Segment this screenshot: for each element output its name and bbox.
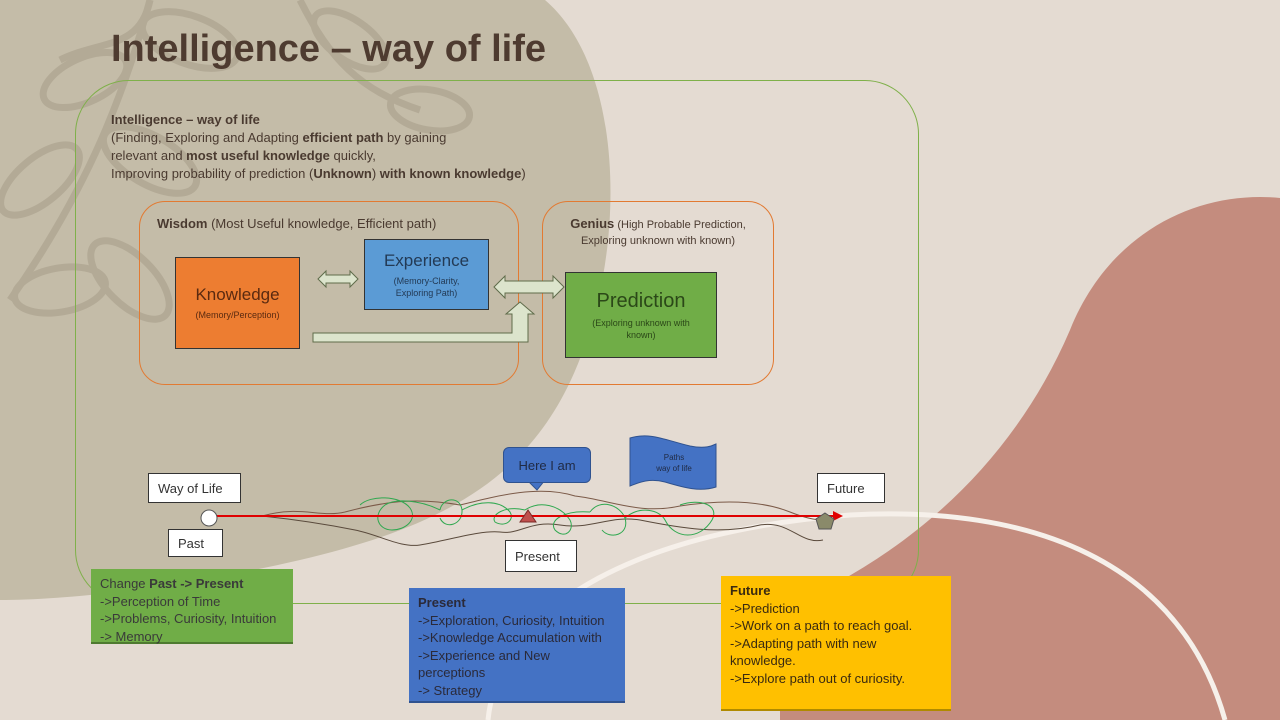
here-i-am-callout: Here I am [503, 447, 591, 483]
future-note-item: ->Prediction [730, 600, 800, 616]
present-note-item: ->Experience and New [418, 647, 550, 663]
experience-box: Experience (Memory-Clarity,Exploring Pat… [364, 239, 489, 310]
knowledge-title: Knowledge [195, 285, 280, 304]
future-note-heading: Future [730, 583, 771, 598]
past-label: Past [168, 529, 223, 557]
genius-title: Genius (High Probable Prediction, Explor… [570, 216, 746, 247]
future-note-item: ->Adapting path with new [730, 635, 877, 651]
page-title: Intelligence – way of life [111, 28, 547, 70]
prediction-title: Prediction [596, 289, 686, 312]
olive-blob [0, 0, 611, 600]
intro-line-1: (Finding, Exploring and Adapting efficie… [111, 130, 447, 145]
change-note: Change Past -> Present ->Perception of T… [91, 569, 293, 644]
brown-path-2 [261, 515, 824, 546]
experience-prediction-arrow [493, 274, 565, 300]
brown-path-1 [261, 490, 824, 521]
present-note-item: -> Strategy [418, 682, 482, 698]
past-marker [200, 509, 218, 527]
present-note-heading: Present [418, 595, 466, 610]
present-marker [519, 509, 537, 523]
change-note-heading: Change Past -> Present [100, 576, 244, 591]
knowledge-subtitle: (Memory/Perception) [195, 310, 280, 320]
intro-text: Intelligence – way of life (Finding, Exp… [111, 111, 591, 183]
knowledge-to-experience-bent-arrow [312, 301, 536, 343]
change-note-item: ->Perception of Time [100, 593, 221, 609]
leaf-decoration [0, 0, 474, 323]
intro-heading: Intelligence – way of life [111, 112, 260, 127]
knowledge-box: Knowledge (Memory/Perception) [175, 257, 300, 349]
change-note-item: -> Memory [100, 628, 163, 644]
future-marker [815, 512, 835, 530]
way-of-life-label: Way of Life [148, 473, 241, 503]
present-label: Present [505, 540, 577, 572]
future-note-item: ->Explore path out of curiosity. [730, 670, 905, 686]
present-note-item: ->Exploration, Curiosity, Intuition [418, 612, 605, 628]
change-note-item: ->Problems, Curiosity, Intuition [100, 611, 277, 626]
experience-title: Experience [383, 250, 470, 270]
paths-flag [629, 435, 717, 490]
wisdom-title: Wisdom (Most Useful knowledge, Efficient… [157, 216, 437, 231]
future-label: Future [817, 473, 885, 503]
intro-line-2: relevant and most useful knowledge quick… [111, 148, 376, 163]
future-note: Future ->Prediction ->Work on a path to … [721, 576, 951, 711]
present-note-item: ->Knowledge Accumulation with [418, 630, 602, 645]
timeline-arrowhead [833, 511, 843, 521]
green-loops [359, 497, 715, 536]
present-note: Present ->Exploration, Curiosity, Intuit… [409, 588, 625, 703]
present-note-item: perceptions [418, 665, 486, 680]
future-note-item: ->Work on a path to reach goal. [730, 618, 913, 633]
experience-subtitle: (Memory-Clarity,Exploring Path) [393, 275, 460, 298]
intro-line-3: Improving probability of prediction (Unk… [111, 166, 526, 181]
knowledge-experience-arrow [317, 269, 359, 289]
future-note-item: knowledge. [730, 653, 796, 668]
